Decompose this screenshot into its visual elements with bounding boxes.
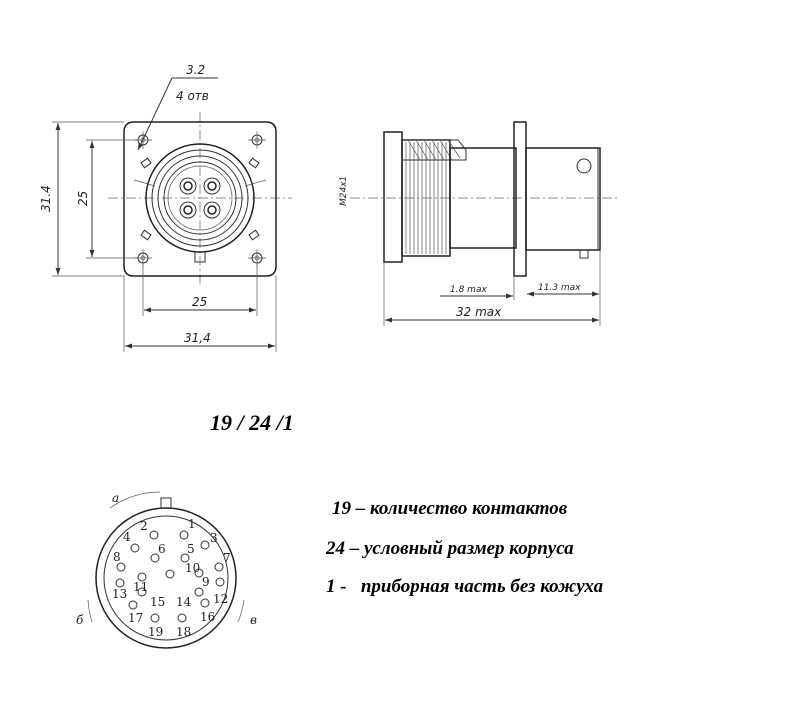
pin-label-12: 12 xyxy=(213,592,228,606)
flange-plate xyxy=(123,121,277,277)
pin-label-1: 1 xyxy=(188,517,196,531)
pin-label-13: 13 xyxy=(112,587,127,601)
legend-line-1: 19 – количество контактов xyxy=(332,498,568,519)
legend-line-3: 1 - приборная часть без кожуха xyxy=(326,576,604,597)
mark-v: в xyxy=(250,613,257,627)
contacts xyxy=(179,177,221,219)
pin-diagram: 1 2 3 4 5 6 7 8 9 10 11 12 13 14 15 16 1… xyxy=(76,491,257,649)
dim-tail-label: 11.3 max xyxy=(538,283,581,293)
thread-label: M24x1 xyxy=(339,176,349,206)
width-overall-label: 31,4 xyxy=(184,331,211,345)
pin-inner-circle xyxy=(103,515,229,641)
pin-label-7: 7 xyxy=(223,551,231,565)
width-holes-label: 25 xyxy=(192,295,207,309)
pin-label-8: 8 xyxy=(113,550,121,564)
mark-b: б xyxy=(76,613,84,627)
pin-label-17: 17 xyxy=(128,611,143,625)
mark-a: а xyxy=(112,491,119,505)
pin-label-4: 4 xyxy=(123,530,131,544)
hole-count-label: 4 отв xyxy=(176,89,209,103)
pin-label-3: 3 xyxy=(210,531,218,545)
pin-label-10: 10 xyxy=(185,561,200,575)
legend: 19 – количество контактов 24 – условный … xyxy=(325,498,604,597)
pin-label-14: 14 xyxy=(176,595,192,609)
height-holes-label: 25 xyxy=(76,191,90,206)
dim-flange-label: 1.8 max xyxy=(450,285,487,295)
pin-markers xyxy=(115,530,225,623)
pin-label-11: 11 xyxy=(133,580,148,594)
side-view: M24x1 1.8 max 11.3 max 32 max xyxy=(339,121,618,326)
pin-label-15: 15 xyxy=(150,595,165,609)
pin-label-2: 2 xyxy=(140,519,148,533)
connector-code: 19 / 24 /1 xyxy=(210,410,294,435)
height-overall-label: 31.4 xyxy=(39,185,53,212)
pin-label-9: 9 xyxy=(202,575,210,589)
front-view: 3.2 4 отв 31.4 25 25 31,4 xyxy=(39,63,292,352)
pin-label-19: 19 xyxy=(148,625,163,639)
pin-label-18: 18 xyxy=(176,625,191,639)
pin-label-5: 5 xyxy=(187,542,195,556)
knurl-pattern xyxy=(405,142,447,254)
hole-dia-label: 3.2 xyxy=(186,63,205,77)
pin-label-16: 16 xyxy=(200,610,215,624)
pin-outer-circle xyxy=(95,507,237,649)
legend-line-2: 24 – условный размер корпуса xyxy=(325,538,574,559)
dim-total-label: 32 max xyxy=(456,305,502,319)
pin-label-6: 6 xyxy=(158,542,166,556)
